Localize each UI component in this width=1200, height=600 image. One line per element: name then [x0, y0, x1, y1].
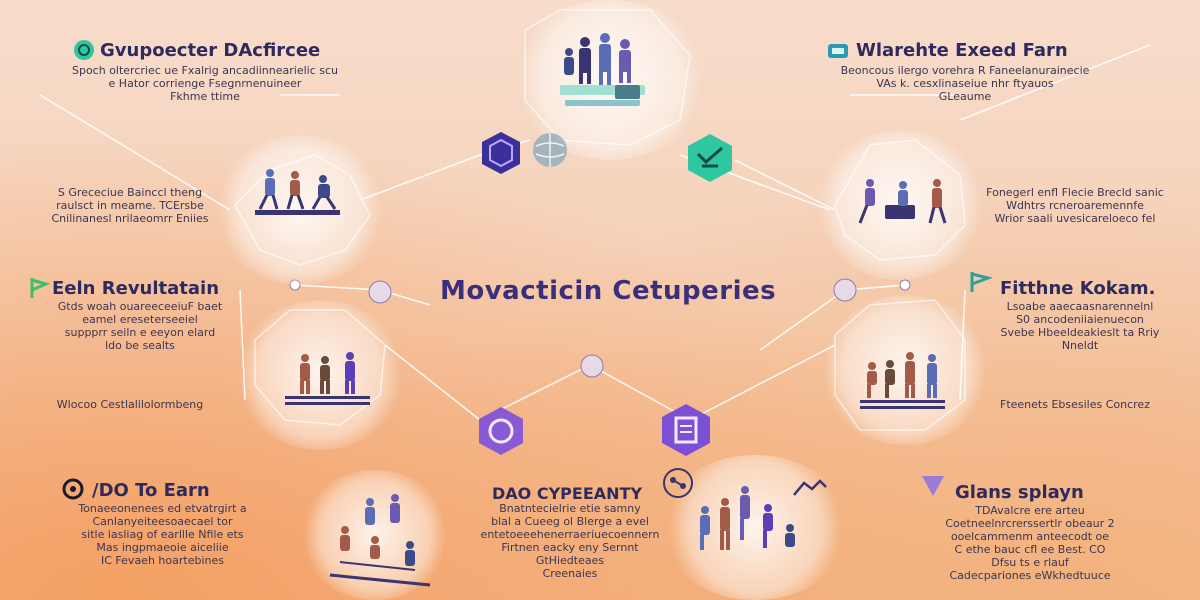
- people-illustration-bottom-right: [700, 486, 795, 550]
- people-illustration-bottom-left: [329, 494, 431, 587]
- block-bottom-center-title: DAO CYPEEANTY: [492, 484, 643, 503]
- block-top-left-desc: Spoch oltercriec ue Fxalrig ancadiinnear…: [71, 64, 339, 103]
- people-illustration-top: [560, 33, 645, 106]
- block-bottom-right-desc: TDAvalcre ere arteu Coetneelnrcrerssertl…: [945, 504, 1115, 582]
- people-illustration-top-left: [255, 169, 340, 215]
- eye-ring-icon: [62, 478, 86, 500]
- block-mid-left-1-desc: S Grececiue Bainccl theng raulsct in mea…: [51, 186, 209, 225]
- handshake-icon: [790, 475, 830, 503]
- green-flag-icon: [28, 276, 50, 300]
- people-illustration-mid-right: [860, 352, 945, 409]
- block-mid-right-2-title: Fitthne Kokam.: [1000, 278, 1156, 299]
- block-bottom-right-title: Glans splayn: [955, 482, 1084, 503]
- hexagon-purple-icon: [478, 130, 524, 176]
- block-bottom-left-desc: Tonaeeonenees ed etvatrgirt a Canlanyeit…: [78, 502, 247, 567]
- block-top-left-title: Gvupoecter DAcfircee: [100, 40, 321, 61]
- people-illustration-top-right: [858, 179, 947, 224]
- block-mid-left-2-title: Eeln Revultatain: [52, 278, 220, 299]
- block-mid-right-2-desc: Lsoabe aaecaasnarennelnl S0 ancodeniiaie…: [1000, 300, 1160, 352]
- globe-icon: [530, 130, 570, 170]
- block-low-right-desc: Fteenets Ebsesiles Concrez: [1000, 398, 1150, 411]
- teal-ring-icon: [72, 38, 96, 62]
- hexagon-teal-icon: [684, 132, 736, 184]
- block-top-right-desc: Beoncous ilergo vorehra R Faneelanuraine…: [840, 64, 1090, 103]
- block-bottom-center-desc: Bnatntecielrie etie samny blal a Cueeg o…: [480, 502, 660, 580]
- block-mid-left-2-desc: Gtds woah ouareeceeiuF baet eamel ereset…: [57, 300, 223, 352]
- network-badge-icon: [660, 465, 696, 501]
- purple-pennant-icon: [920, 474, 946, 498]
- people-illustration-mid-left: [285, 352, 370, 405]
- shield-purple-icon: [475, 405, 527, 457]
- block-bottom-left-title: /DO To Earn: [92, 480, 210, 501]
- green-flag-icon: [968, 270, 992, 294]
- block-mid-right-1-desc: Fonegerl enfl Flecie Brecld sanic Wdhtrs…: [986, 186, 1164, 225]
- document-purple-icon: [658, 402, 714, 458]
- block-top-right-title: Wlarehte Exeed Farn: [856, 40, 1068, 61]
- teal-chip-icon: [826, 40, 850, 62]
- block-low-left-desc: Wlocoo Cestlalilolormbeng: [56, 398, 204, 411]
- center-title: Movacticin Cetuperies: [440, 276, 777, 306]
